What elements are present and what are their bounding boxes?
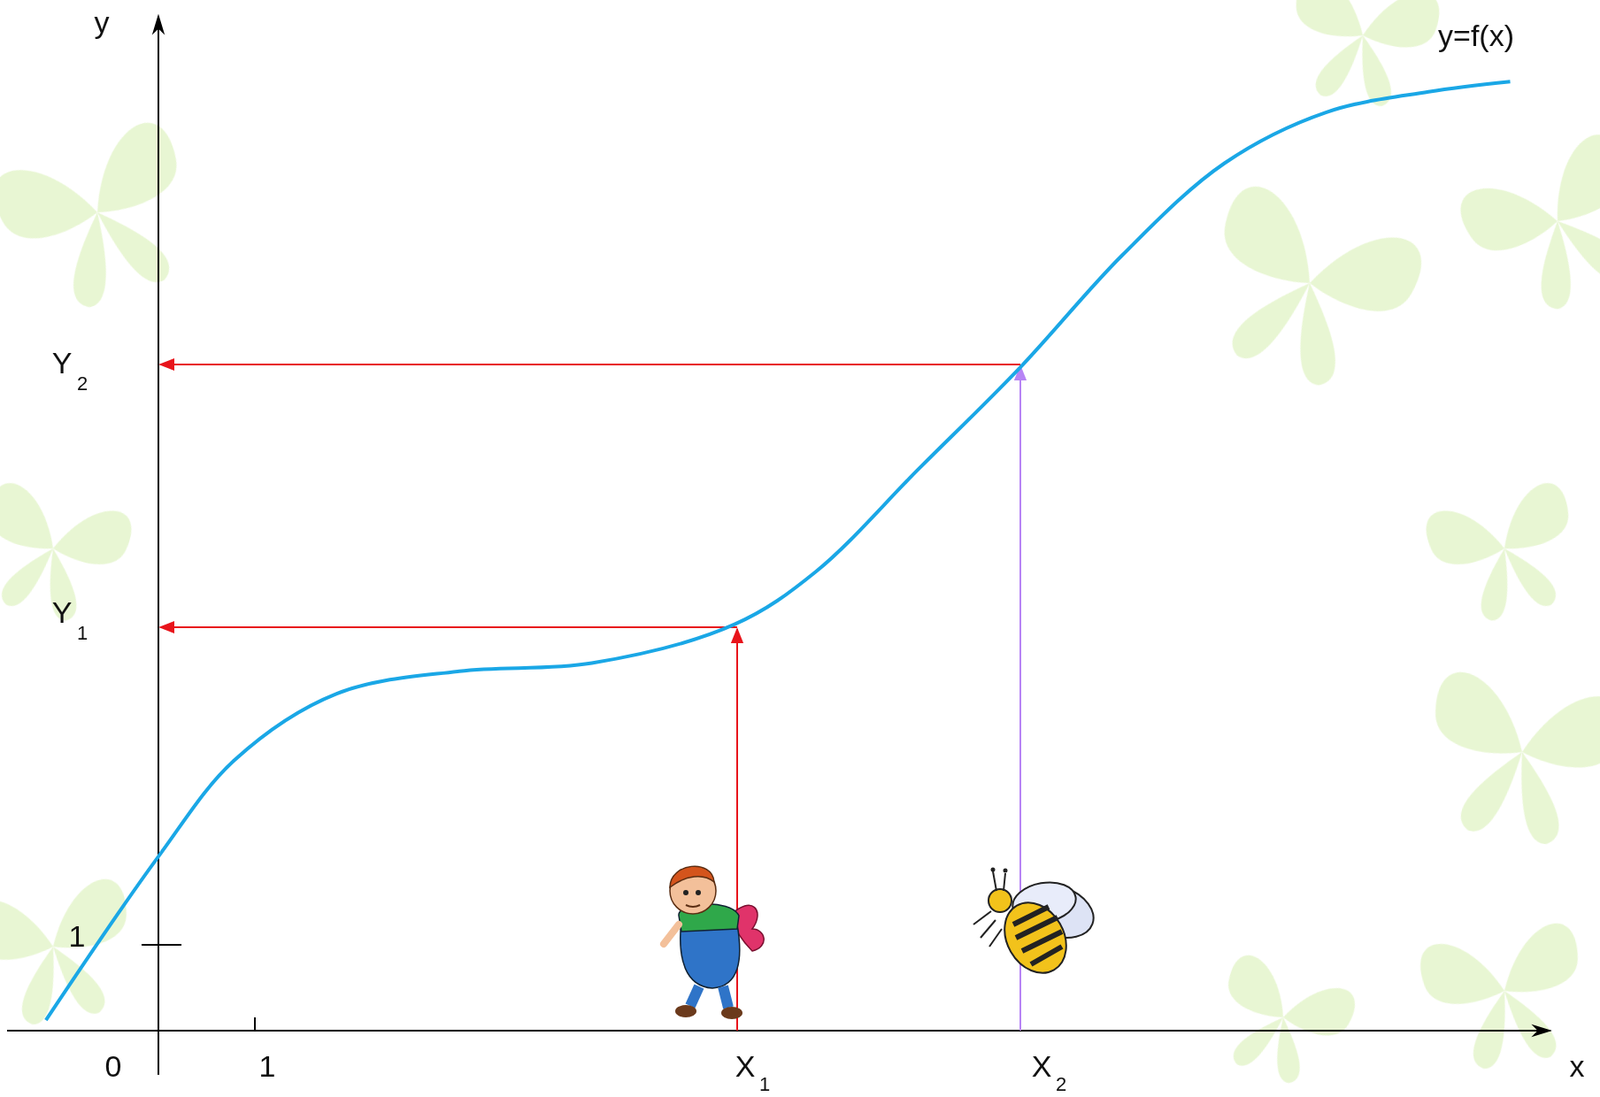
function-curve — [46, 81, 1511, 1021]
subscript: 2 — [76, 374, 88, 394]
carlson-figure — [663, 866, 764, 1020]
projection-line — [160, 626, 738, 629]
value-label: Y — [52, 597, 73, 628]
value-label: Y — [52, 347, 73, 378]
tick — [253, 1017, 256, 1031]
tick-label: 1 — [69, 921, 86, 952]
origin-label: 0 — [105, 1051, 123, 1082]
tick-label: 1 — [259, 1051, 277, 1082]
tick — [141, 944, 182, 947]
projection-line — [160, 363, 1021, 366]
subscript: 1 — [76, 623, 88, 644]
axis-label: x — [1569, 1051, 1585, 1082]
subscript: 1 — [759, 1075, 770, 1095]
value-label: X — [1031, 1051, 1053, 1082]
x-axis — [7, 1030, 1551, 1032]
axis-label: y — [94, 7, 110, 38]
y-axis — [157, 15, 160, 1076]
value-label: X — [735, 1051, 756, 1082]
subscript: 2 — [1055, 1075, 1067, 1095]
function-label: y=f(x) — [1438, 20, 1515, 51]
bee-figure — [973, 868, 1101, 985]
